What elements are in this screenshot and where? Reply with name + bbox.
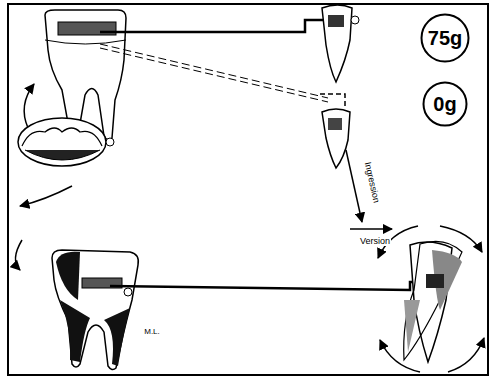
author-initials: M.L. (143, 328, 161, 336)
movement-label: Ingression (363, 160, 382, 204)
weight-circle: 75g (420, 13, 470, 63)
weight-value: 75g (428, 28, 462, 48)
weight-circle: 0g (422, 81, 468, 127)
weight-value: 0g (433, 94, 456, 114)
movement-label: Version (359, 237, 391, 246)
